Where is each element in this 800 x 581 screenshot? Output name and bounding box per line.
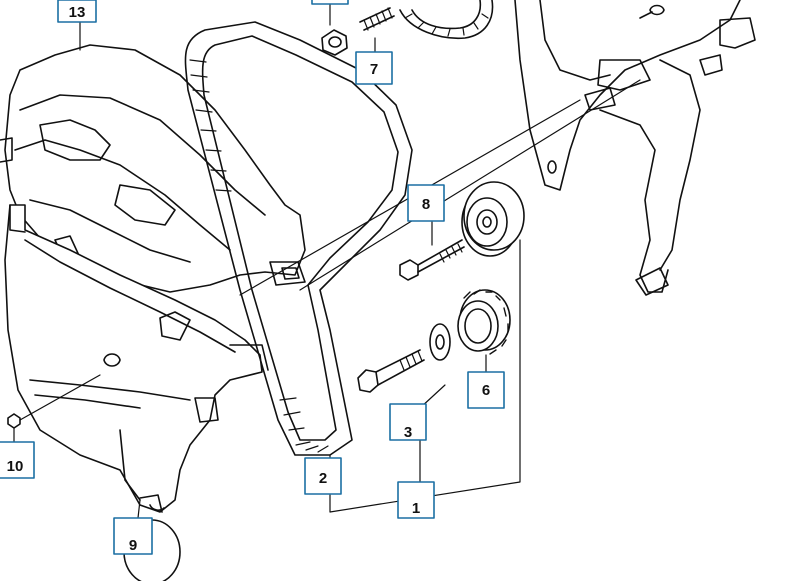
callout-7: 7 (370, 61, 378, 78)
callout-1: 1 (412, 500, 420, 517)
callout-box-8 (407, 184, 445, 222)
callout-box-13 (0, 441, 35, 479)
rear-timing-cover (514, 0, 756, 296)
callout-8: 8 (422, 196, 430, 213)
idler-bolt (399, 239, 465, 281)
callout-box-1 (397, 481, 435, 519)
callout-box-top (311, 0, 349, 5)
callout-boxes (0, 0, 505, 555)
callout-box-9 (57, 0, 97, 23)
callout-box-7 (355, 51, 393, 85)
callout-box-2 (304, 457, 342, 495)
lower-timing-cover (4, 204, 269, 513)
callout-box-6 (467, 371, 505, 409)
callout-13: 10 (7, 458, 24, 475)
callout-box-10 (113, 517, 153, 555)
washer (429, 323, 451, 361)
callout-3: 3 (404, 424, 412, 441)
callout-6: 6 (482, 382, 490, 399)
callout-box-3 (389, 403, 427, 441)
callout-10: 9 (129, 537, 137, 554)
stud-bolt (321, 7, 395, 56)
crankshaft-sprocket (457, 289, 511, 355)
callout-2: 2 (319, 470, 327, 487)
camshaft-pulley (399, 0, 494, 40)
idler-pulley (461, 181, 525, 257)
cover-bolt (7, 413, 21, 429)
callout-9: 13 (69, 4, 86, 21)
timing-belt (184, 21, 413, 456)
crankshaft-bolt (357, 349, 425, 393)
callout-labels: 13 7 8 6 3 2 1 10 9 (7, 4, 491, 554)
